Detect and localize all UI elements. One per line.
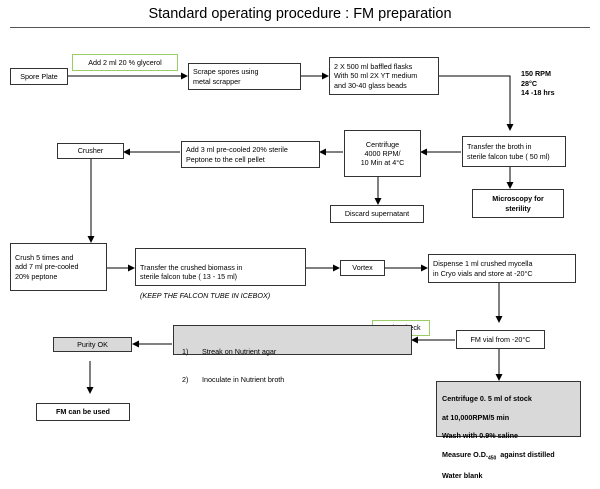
streak-step-2-number: 2) <box>182 375 189 385</box>
stock-line-4: Measure O.D.450 against distilled <box>442 450 575 462</box>
stock-line-5: Water blank <box>442 470 483 480</box>
stock-line-4-sub: 450 <box>487 454 497 461</box>
fm-vial-box: FM vial from -20°C <box>456 330 545 349</box>
transfer-biomass-note: (KEEP THE FALCON TUBE IN ICEBOX) <box>140 290 271 300</box>
arrow-flasks-to-transfer <box>439 75 514 131</box>
streak-step-1-number: 1) <box>182 347 189 357</box>
baffled-flasks-box: 2 X 500 ml baffled flasks With 50 ml 2X … <box>329 57 439 95</box>
spore-plate-box: Spore Plate <box>10 68 68 85</box>
stock-line-1: Centrifuge 0. 5 ml of stock <box>442 394 532 404</box>
transfer-biomass-text: Transfer the crushed biomass in sterile … <box>140 263 243 282</box>
stock-line-4-a: Measure O.D. <box>442 449 488 459</box>
scrape-spores-box: Scrape spores using metal scrapper <box>188 63 301 90</box>
stock-line-2: at 10,000RPM/5 min <box>442 412 510 422</box>
streak-step-1: 1) Streak on Nutrient agar <box>182 338 403 356</box>
centrifuge-stock-box: Centrifuge 0. 5 ml of stock at 10,000RPM… <box>436 381 581 480</box>
add-glycerol-box: Add 2 ml 20 % glycerol <box>72 54 178 71</box>
stock-line-3: Wash with 0.9% saline <box>442 431 519 441</box>
add-peptone-box: Add 3 ml pre-cooled 20% sterile Peptone … <box>181 141 320 168</box>
stock-line-4-b: against distilled <box>496 449 555 459</box>
purity-ok-box: Purity OK <box>53 337 132 352</box>
flow-arrows <box>68 72 514 394</box>
page-title: Standard operating procedure : FM prepar… <box>148 6 452 22</box>
streak-step-1-text: Streak on Nutrient agar <box>202 347 277 357</box>
vortex-box: Vortex <box>340 260 385 276</box>
fm-can-be-used-box: FM can be used <box>36 403 130 421</box>
transfer-broth-box: Transfer the broth in sterile falcon tub… <box>462 136 566 167</box>
streak-inoculate-box: 1) Streak on Nutrient agar 2) Inoculate in… <box>173 325 412 384</box>
dispense-box: Dispense 1 ml crushed mycella in Cryo vi… <box>428 254 576 283</box>
streak-step-2-text: Inoculate in Nutrient broth <box>202 375 285 385</box>
crush-box: Crush 5 times and add 7 ml pre-cooled 20… <box>10 243 107 291</box>
streak-step-2: 2) Inoculate in Nutrient broth <box>182 366 403 384</box>
crusher-box: Crusher <box>57 143 124 159</box>
transfer-biomass-box: Transfer the crushed biomass in sterile … <box>135 248 306 300</box>
centrifuge-box: Centrifuge 4000 RPM/ 10 Min at 4°C <box>344 130 421 177</box>
microscopy-box: Microscopy for sterility <box>472 189 564 218</box>
incubation-conditions: 150 RPM 28°C 14 -18 hrs <box>521 69 555 98</box>
discard-supernatant-box: Discard supernatant <box>330 205 424 223</box>
title-underline <box>10 27 590 28</box>
